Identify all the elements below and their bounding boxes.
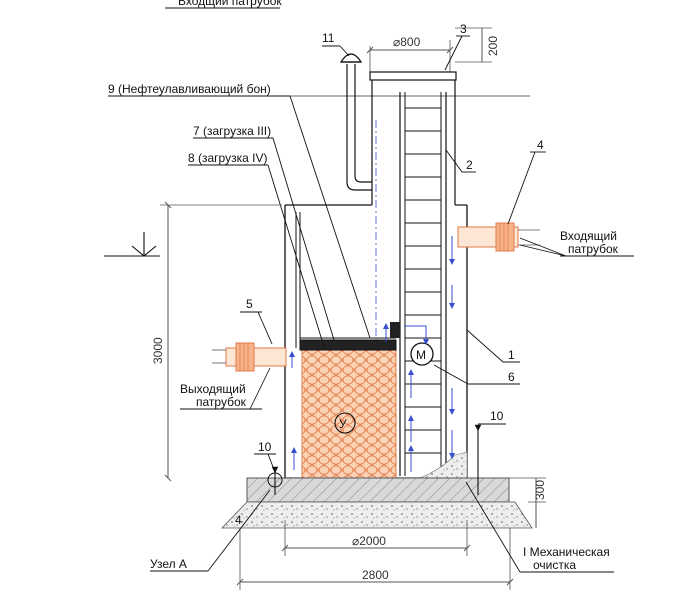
dim-2000-text: ⌀2000 [352, 534, 386, 548]
dim-300-text: 300 [533, 480, 547, 500]
svg-text:9 (Нефтеулавливающий бон): 9 (Нефтеулавливающий бон) [108, 82, 271, 96]
callout-1: 1 [466, 329, 520, 363]
mech-cleaning-label: I Механическая очистка [465, 481, 614, 573]
water-level-marker [104, 232, 160, 257]
callout-4-bottom: 4 [235, 513, 242, 527]
gravel-pile [419, 451, 468, 479]
callout-3: 3 [444, 22, 470, 71]
callout-6: 6 [433, 364, 520, 385]
callout-2: 2 [445, 149, 476, 173]
dimension-3000: 3000 [151, 201, 282, 482]
inlet-label-line2: патрубок [568, 242, 619, 256]
marker-u-text: У [339, 417, 347, 431]
oil-boom [299, 339, 397, 351]
anchor-left: 10 [254, 440, 283, 495]
anchor-right: 10 [474, 409, 506, 495]
node-a-label: Узел А [150, 489, 271, 572]
outlet-label-line1: Выходящий [180, 382, 246, 396]
dim-200-text: 200 [486, 36, 500, 56]
svg-text:очистка: очистка [533, 558, 576, 572]
callout-5: 5 [240, 297, 273, 345]
dim-800-text: ⌀800 [393, 35, 421, 49]
callout-4-top: 4 [507, 138, 546, 225]
callout-9: 9 (Нефтеулавливающий бон) [108, 82, 371, 339]
dimension-300: 300 [509, 477, 547, 528]
callout-11: 11 [322, 31, 350, 57]
svg-text:11: 11 [322, 31, 335, 45]
top-cut-label: Входщий патрубок [178, 0, 282, 8]
dim-2800-text: 2800 [362, 568, 389, 582]
svg-text:7 (загрузка III): 7 (загрузка III) [193, 124, 271, 138]
svg-text:8 (загрузка IV): 8 (загрузка IV) [188, 151, 267, 165]
svg-text:I Механическая: I Механическая [523, 545, 610, 559]
dim-3000-text: 3000 [151, 337, 165, 364]
pump-marker-icon [410, 342, 434, 366]
callout-8: 8 (загрузка IV) [188, 151, 326, 351]
marker-m-text: М [416, 348, 426, 362]
dimension-800: ⌀800 [366, 35, 454, 80]
inlet-label-line1: Входящий [560, 229, 617, 243]
svg-text:2: 2 [466, 158, 473, 172]
svg-text:10: 10 [258, 440, 272, 454]
vent-pipe [339, 53, 372, 191]
ladder [399, 92, 447, 476]
baffle [295, 212, 301, 348]
dimension-2000: ⌀2000 [281, 520, 471, 556]
pump-unit: М [390, 322, 434, 366]
svg-text:Узел А: Узел А [150, 557, 187, 571]
inlet-label: Входящий патрубок [519, 229, 634, 257]
svg-text:4: 4 [537, 138, 544, 152]
dimension-2800: 2800 [236, 528, 514, 590]
vent-cap-icon [339, 53, 363, 63]
svg-text:1: 1 [508, 348, 515, 362]
outlet-label-line2: патрубок [196, 395, 247, 409]
flow-arrows [289, 236, 455, 472]
svg-text:5: 5 [246, 297, 253, 311]
media-marker: У [334, 412, 356, 434]
dimension-200: 200 [455, 27, 500, 63]
svg-text:4: 4 [235, 513, 242, 527]
svg-text:10: 10 [490, 409, 504, 423]
callout-7: 7 (загрузка III) [193, 124, 335, 341]
svg-text:6: 6 [508, 370, 515, 384]
svg-text:3: 3 [460, 22, 467, 36]
outlet-label: Выходящий патрубок [180, 367, 271, 410]
foundation [221, 477, 533, 529]
manhole-neck [369, 71, 457, 205]
outlet-pipe [212, 342, 287, 372]
inlet-pipe [457, 222, 540, 252]
